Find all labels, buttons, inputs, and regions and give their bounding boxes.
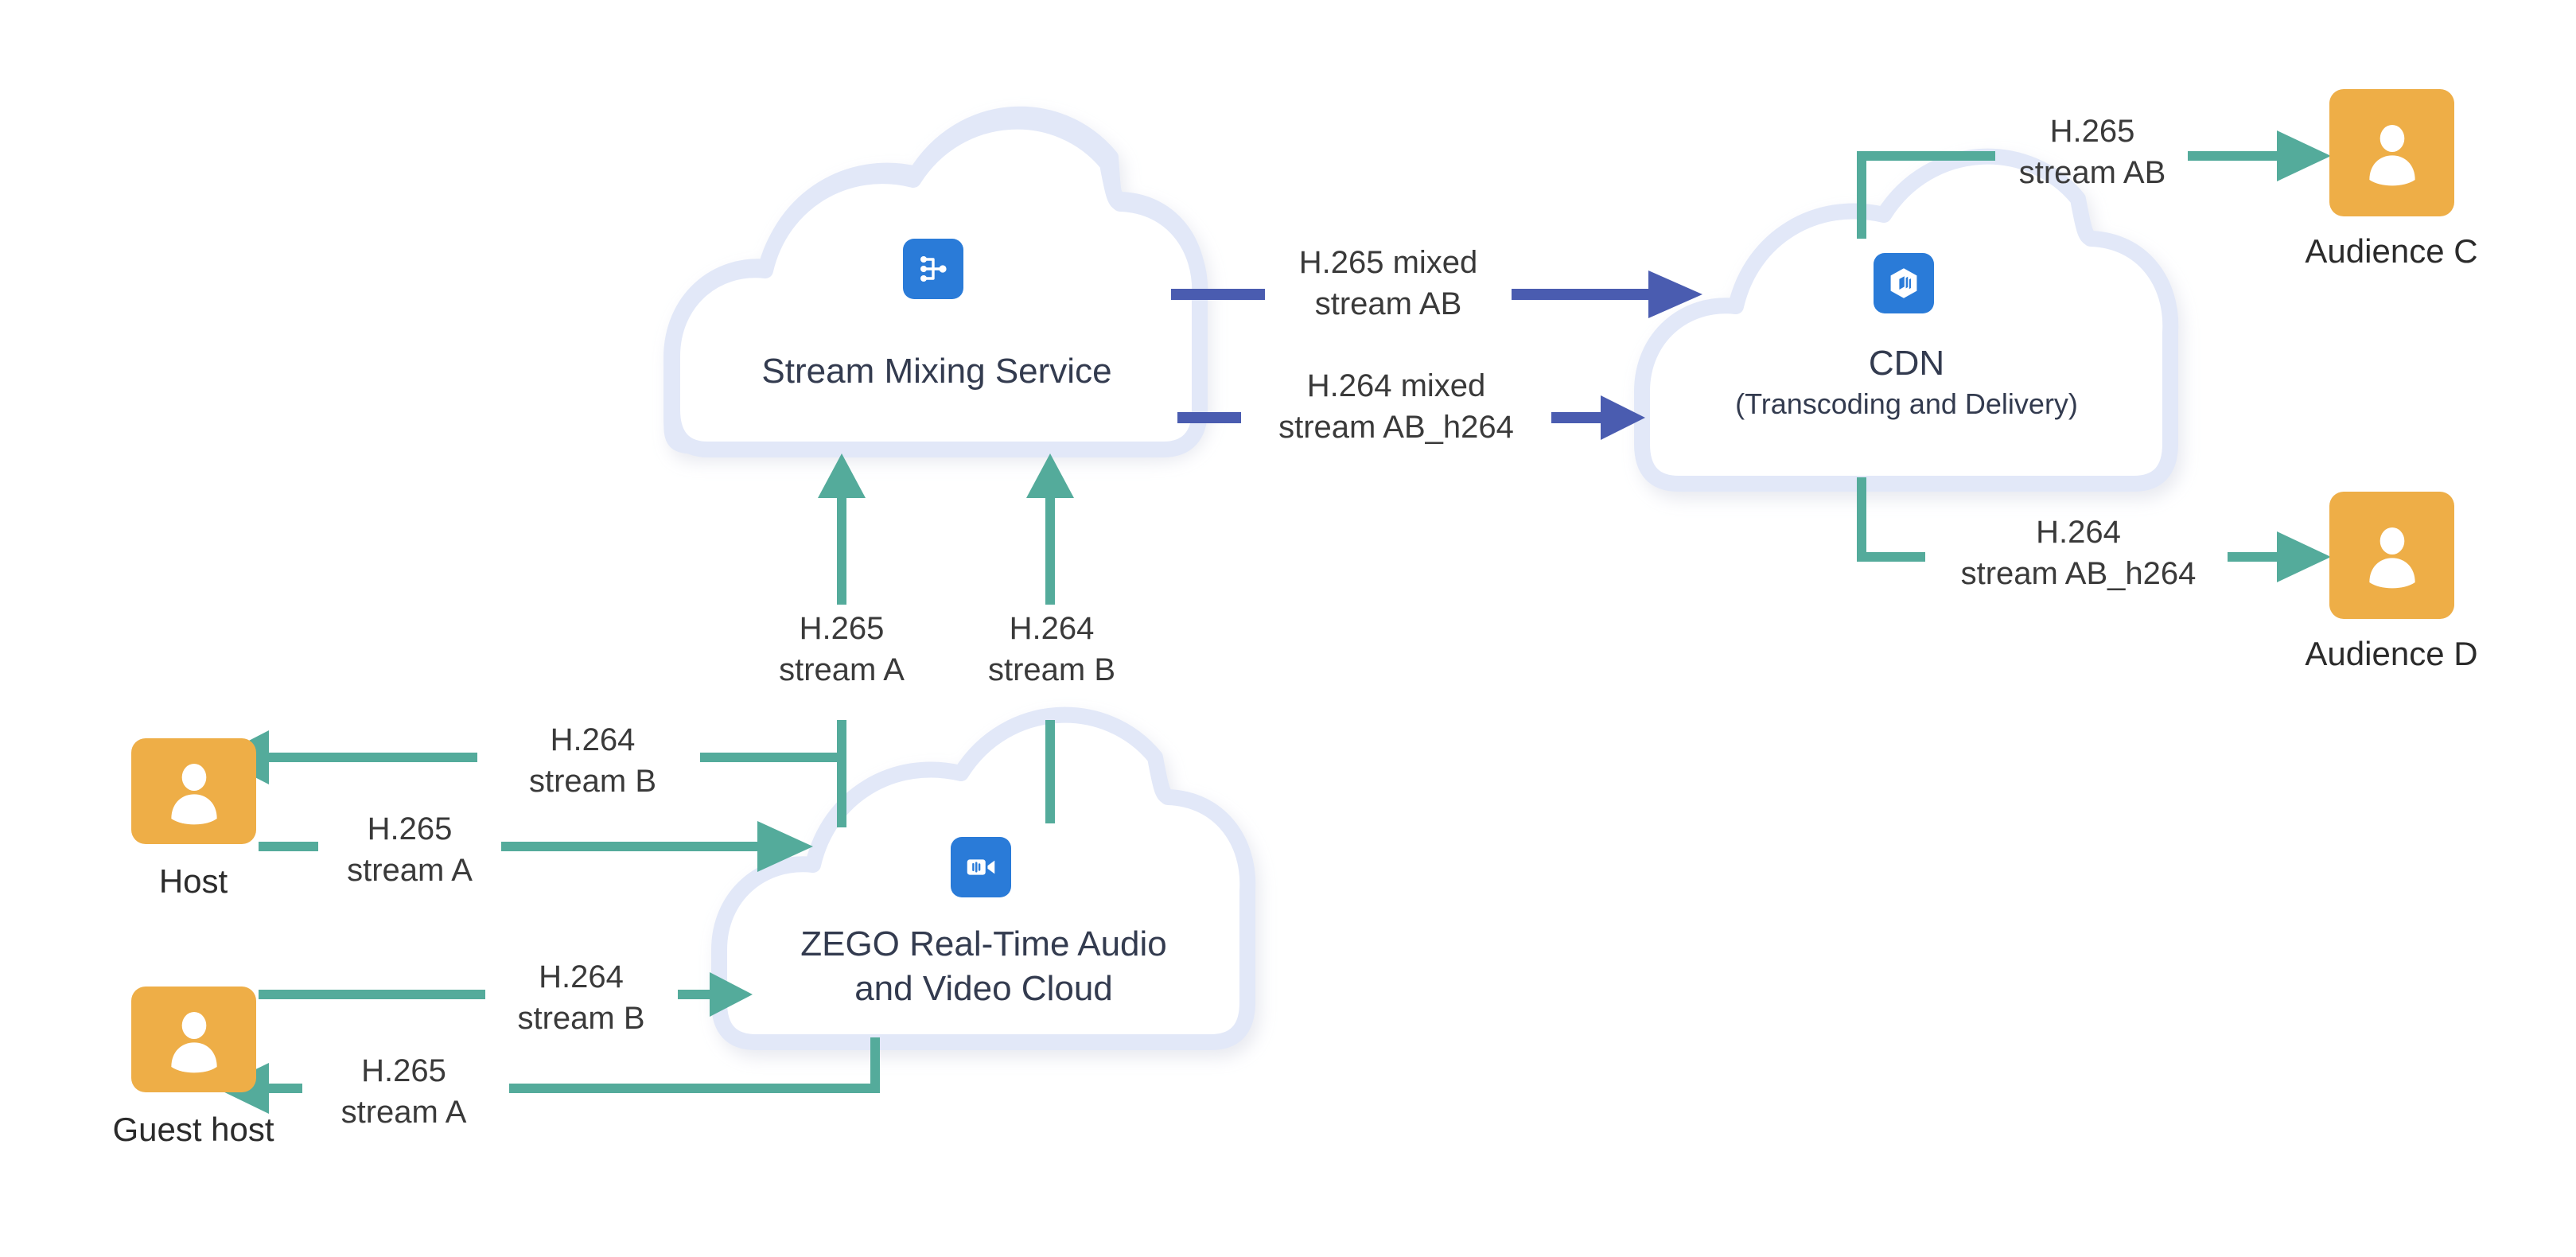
person-box-host bbox=[131, 738, 256, 844]
cdn-cube-icon bbox=[1874, 253, 1934, 313]
person-label-guest-host: Guest host bbox=[112, 1111, 274, 1148]
zego-cloud-title-line2: and Video Cloud bbox=[854, 969, 1113, 1008]
edge-mixing-to-cdn-h265 bbox=[1171, 270, 1702, 318]
edge-guest-to-zego-h264-b bbox=[259, 972, 753, 1017]
person-label-audience-c: Audience C bbox=[2305, 232, 2478, 270]
person-label-host: Host bbox=[158, 862, 228, 900]
edge-host-to-zego-h265-a bbox=[259, 821, 813, 872]
video-camera-icon bbox=[951, 837, 1011, 897]
edge-zego-to-host-h264-b bbox=[216, 730, 846, 827]
person-box-audience-d bbox=[2329, 492, 2454, 619]
person-icon bbox=[2368, 125, 2415, 186]
person-box-guest-host bbox=[131, 987, 256, 1092]
edge-mixing-to-cdn-h264 bbox=[1177, 395, 1645, 440]
cloud-shape-cdn bbox=[1634, 148, 2179, 492]
cdn-title: CDN bbox=[1868, 344, 1945, 383]
person-icon bbox=[170, 763, 217, 824]
stream-mixing-service-title: Stream Mixing Service bbox=[761, 352, 1112, 391]
edge-cdn-to-audience-d bbox=[1857, 477, 2331, 582]
edge-zego-to-mixing-h264-b bbox=[1026, 453, 1074, 823]
cdn-subtitle: (Transcoding and Delivery) bbox=[1735, 387, 2078, 420]
person-box-audience-c bbox=[2329, 89, 2454, 216]
person-icon bbox=[2368, 527, 2415, 589]
edge-cdn-to-audience-c bbox=[1857, 130, 2331, 239]
person-icon bbox=[170, 1011, 217, 1072]
stream-mixing-icon bbox=[903, 239, 963, 299]
zego-cloud-title-line1: ZEGO Real-Time Audio bbox=[800, 924, 1167, 963]
person-label-audience-d: Audience D bbox=[2305, 635, 2478, 672]
